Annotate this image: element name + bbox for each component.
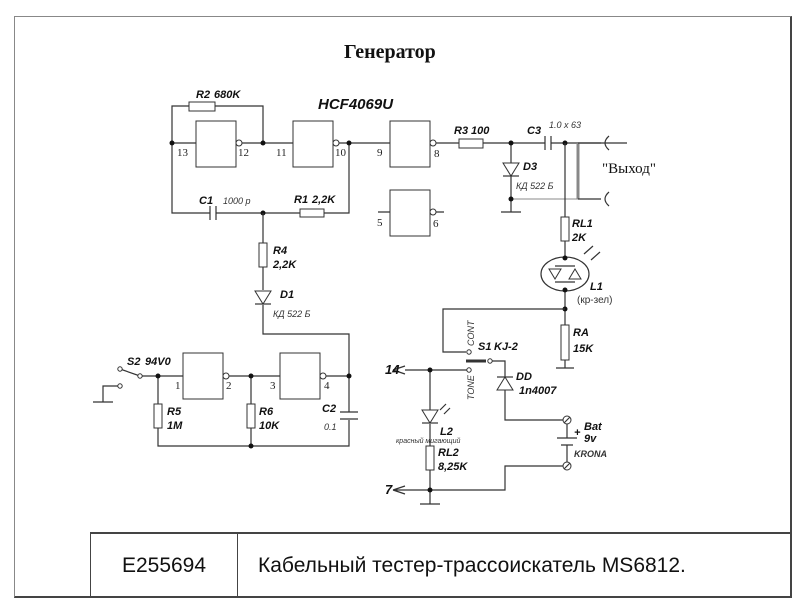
ra-label: RA — [573, 327, 589, 339]
r6-value: 10K — [259, 420, 280, 432]
c3-label: C3 — [527, 125, 541, 137]
output-label: "Выход" — [602, 161, 656, 177]
dd-label: DD — [516, 371, 532, 383]
resistor-r4 — [258, 242, 268, 268]
pin-8: 8 — [434, 148, 440, 160]
bat-type: KRONA — [574, 449, 607, 459]
pin-11: 11 — [276, 147, 287, 159]
bat-label: Bat — [584, 421, 603, 433]
pin-13: 13 — [177, 147, 189, 159]
r1-value: 2,2K — [311, 194, 336, 206]
resistor-r2 — [188, 101, 216, 112]
s1-value: KJ-2 — [494, 341, 518, 353]
resistor-r1 — [299, 208, 325, 218]
d3-label: D3 — [523, 161, 537, 173]
c2-value: 0.1 — [324, 422, 337, 432]
c1-label: C1 — [199, 195, 213, 207]
inverter-gate — [279, 352, 321, 400]
resistor-rl1 — [560, 216, 570, 242]
r5-value: 1M — [167, 420, 183, 432]
drawing-frame — [14, 16, 792, 598]
r2-label: R2 — [196, 89, 210, 101]
resistor-ra — [560, 324, 570, 361]
rl1-value: 2K — [571, 232, 587, 244]
r6-label: R6 — [259, 406, 274, 418]
pin-9: 9 — [377, 147, 383, 159]
power-block: CONT TONE S1 KJ-2 DD 1n4007 14 7 L2 крас… — [385, 319, 607, 505]
rail-14-label: 14 — [385, 362, 400, 377]
pin-3: 3 — [270, 380, 276, 392]
pin-4: 4 — [324, 380, 330, 392]
resistor-r5 — [153, 403, 163, 429]
d1-label: D1 — [280, 289, 294, 301]
trigger-block: R4 2,2K D1 КД 522 Б S2 94V0 R5 1M R6 10K… — [93, 213, 358, 449]
switch-s2 — [119, 368, 141, 377]
r4-label: R4 — [273, 245, 287, 257]
pin-2: 2 — [226, 380, 232, 392]
c2-label: C2 — [322, 403, 336, 415]
c1-value: 1000 p — [223, 196, 251, 206]
l1-value: (кр-зел) — [577, 295, 612, 306]
pin-12: 12 — [238, 147, 249, 159]
bicolor-led-l1 — [540, 256, 590, 292]
inverter-gate-unused — [389, 189, 431, 237]
pin-5: 5 — [377, 217, 383, 229]
r3-label: R3 — [454, 125, 468, 137]
inverter-gate — [195, 120, 237, 168]
output-block: R3 100 C3 1.0 x 63 D3 КД 522 Б "Выход" R… — [436, 120, 656, 369]
s1-label: S1 — [478, 341, 491, 353]
schematic-title: Генератор — [344, 41, 436, 63]
l2-value: красный мигающий — [396, 437, 461, 445]
d3-value: КД 522 Б — [516, 181, 554, 191]
r3-value: 100 — [471, 125, 490, 137]
resistor-rl2 — [425, 445, 435, 471]
resistor-r6 — [246, 403, 256, 429]
inverter-gate — [292, 120, 334, 168]
r2-value: 680K — [214, 89, 241, 101]
inverter-gate — [182, 352, 224, 400]
ra-value: 15K — [573, 343, 594, 355]
rail-7-label: 7 — [385, 482, 393, 497]
s2-label: S2 — [127, 356, 140, 368]
title-block: E255694 Кабельный тестер-трассоискатель … — [90, 532, 792, 598]
l2-label: L2 — [440, 426, 453, 438]
r4-value: 2,2K — [272, 259, 297, 271]
oscillator-block: R2 680K C1 1000 p R1 2,2K 13 12 11 10 9 … — [169, 89, 444, 237]
inverter-gate — [389, 120, 431, 168]
pin-6: 6 — [433, 218, 439, 230]
pin-1: 1 — [175, 380, 181, 392]
ic-label: HCF4069U — [318, 96, 394, 113]
document-description: Кабельный тестер-трассоискатель MS6812. — [258, 554, 686, 577]
l1-label: L1 — [590, 281, 603, 293]
resistor-r3 — [458, 138, 484, 149]
c3-value: 1.0 x 63 — [549, 120, 581, 130]
r1-label: R1 — [294, 194, 308, 206]
rl1-label: RL1 — [572, 218, 593, 230]
r5-label: R5 — [167, 406, 182, 418]
rl2-value: 8,25K — [438, 461, 468, 473]
document-code: E255694 — [91, 534, 238, 598]
pin-10: 10 — [335, 147, 347, 159]
s2-value: 94V0 — [145, 356, 172, 368]
dd-value: 1n4007 — [519, 385, 557, 397]
s1-tone-label: TONE — [466, 374, 476, 400]
bat-polarity: + — [574, 427, 581, 439]
s1-cont-label: CONT — [466, 319, 476, 346]
d1-value: КД 522 Б — [273, 309, 311, 319]
bat-value: 9v — [584, 433, 597, 445]
rl2-label: RL2 — [438, 447, 459, 459]
